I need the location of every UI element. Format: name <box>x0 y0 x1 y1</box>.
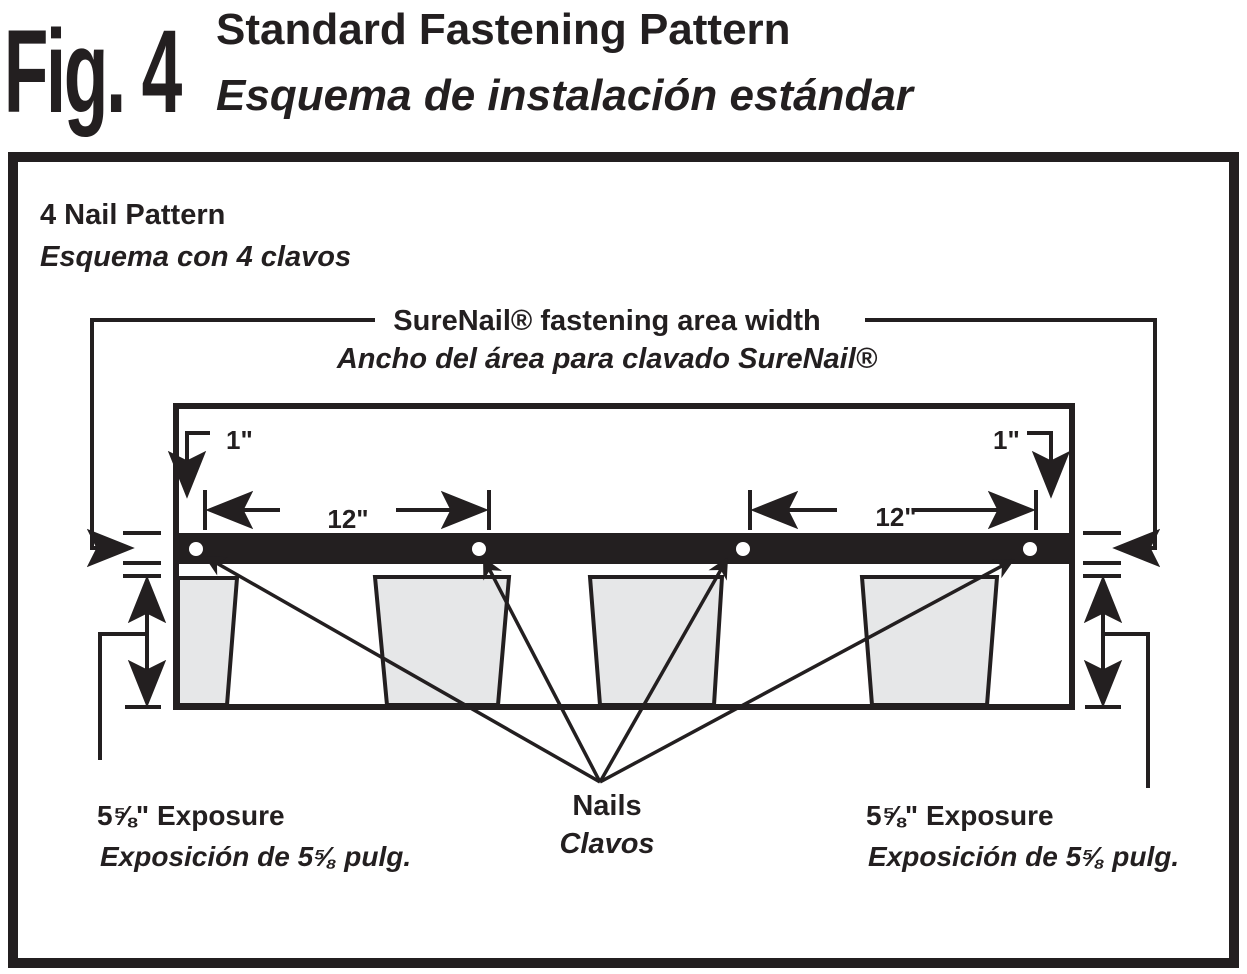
heading-en: 4 Nail Pattern <box>40 199 225 231</box>
width-label-en: SureNail® fastening area width <box>393 305 820 337</box>
nail-1 <box>189 542 203 556</box>
exposure-left-en: 5⅝" Exposure <box>97 800 285 831</box>
spacing-right: 12" <box>875 502 916 532</box>
exposure-dimension-right <box>1083 531 1150 788</box>
nails-label-en: Nails <box>572 790 641 822</box>
nail-4 <box>1023 542 1037 556</box>
nail-3 <box>736 542 750 556</box>
nail-pointers <box>204 555 1015 784</box>
edge-offset-arrows <box>167 431 1071 499</box>
width-bracket <box>86 318 1161 568</box>
exposure-right-en: 5⅝" Exposure <box>866 800 1054 831</box>
edge-offset-left: 1" <box>226 425 253 455</box>
heading-es: Esquema con 4 clavos <box>40 241 351 273</box>
width-label-es: Ancho del área para clavado SureNail® <box>336 343 878 375</box>
fig-label: Fig. 4 <box>4 5 183 137</box>
exposure-right-es: Exposición de 5⅝ pulg. <box>868 841 1179 872</box>
edge-offset-right: 1" <box>993 425 1020 455</box>
title-es: Esquema de instalación estándar <box>216 71 916 120</box>
exposure-left-es: Exposición de 5⅝ pulg. <box>100 841 411 872</box>
spacing-dimensions <box>203 490 1038 530</box>
exposure-dimension-left <box>98 531 167 760</box>
title-en: Standard Fastening Pattern <box>216 5 791 54</box>
sealant-strip <box>176 533 1072 564</box>
spacing-left: 12" <box>327 504 368 534</box>
shingle-tabs <box>176 575 1000 707</box>
outer-frame <box>8 152 1239 968</box>
nail-2 <box>472 542 486 556</box>
nails-label-es: Clavos <box>559 828 654 860</box>
